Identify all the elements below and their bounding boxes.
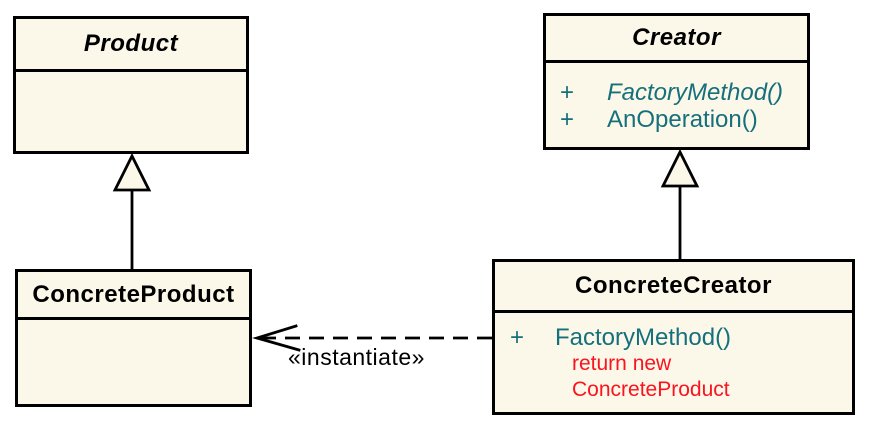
class-body-concrete-creator: + FactoryMethod() return new ConcretePro…: [495, 313, 852, 403]
method-name: FactoryMethod(): [555, 324, 732, 351]
method-factorymethod: + FactoryMethod(): [495, 325, 852, 351]
visibility-plus: +: [560, 79, 575, 106]
generalization-triangle-icon: [112, 152, 152, 192]
code-note-line-1: return new: [572, 352, 672, 375]
generalization-triangle-icon: [660, 148, 700, 188]
visibility-plus: +: [560, 106, 575, 133]
method-name: AnOperation(): [607, 106, 758, 133]
visibility-plus: +: [510, 324, 525, 351]
class-box-creator: Creator + FactoryMethod() + AnOperation(…: [543, 13, 810, 150]
class-box-product: Product: [13, 16, 249, 154]
class-body-creator: + FactoryMethod() + AnOperation(): [546, 63, 807, 133]
class-title-concrete-creator: ConcreteCreator: [495, 262, 852, 313]
class-title-creator: Creator: [546, 16, 807, 63]
class-box-concrete-creator: ConcreteCreator + FactoryMethod() return…: [492, 259, 855, 415]
class-title-product: Product: [16, 19, 246, 72]
method-name: FactoryMethod(): [607, 79, 784, 106]
class-title-concrete-product: ConcreteProduct: [18, 272, 249, 320]
method-factorymethod-abstract: + FactoryMethod(): [546, 79, 807, 106]
method-anoperation: + AnOperation(): [546, 106, 807, 133]
class-box-concrete-product: ConcreteProduct: [15, 269, 252, 407]
code-note-line-2: ConcreteProduct: [572, 378, 730, 401]
instantiate-stereotype-label: «instantiate»: [288, 344, 425, 370]
